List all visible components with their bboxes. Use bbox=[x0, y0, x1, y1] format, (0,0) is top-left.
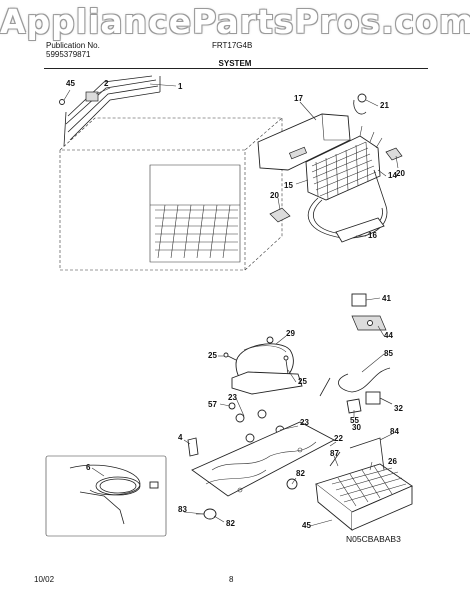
tubing bbox=[319, 367, 391, 397]
callout-14: 14 bbox=[388, 171, 397, 180]
diagram-code: N05CBABAB3 bbox=[346, 534, 401, 544]
callout-21: 21 bbox=[380, 101, 389, 110]
footer-date: 10/02 bbox=[34, 575, 55, 584]
callout-41: 41 bbox=[382, 294, 391, 303]
callout-6: 6 bbox=[86, 463, 91, 472]
callout-82: 82 bbox=[296, 469, 305, 478]
callout-15: 15 bbox=[284, 181, 293, 190]
callout-87: 87 bbox=[330, 449, 339, 458]
callout-labels: 45 2 1 17 21 20 15 14 20 16 41 44 29 25 … bbox=[66, 79, 405, 530]
callout-55: 55 bbox=[350, 416, 359, 425]
callout-20: 20 bbox=[396, 169, 405, 178]
callout-82: 82 bbox=[226, 519, 235, 528]
callout-57: 57 bbox=[208, 400, 217, 409]
callout-84: 84 bbox=[390, 427, 399, 436]
callout-25: 25 bbox=[298, 377, 307, 386]
callout-32: 32 bbox=[394, 404, 403, 413]
section-title: SYSTEM bbox=[218, 59, 252, 68]
compressor bbox=[231, 336, 303, 395]
callout-45: 45 bbox=[66, 79, 75, 88]
header-rule bbox=[44, 68, 428, 69]
pin bbox=[187, 437, 199, 457]
callout-83: 83 bbox=[178, 505, 187, 514]
refrigerator-cabinet bbox=[59, 117, 283, 271]
retainer bbox=[269, 207, 291, 223]
leader-lines bbox=[63, 83, 399, 527]
power-cord-inset bbox=[45, 455, 167, 537]
mounting-bracket bbox=[85, 91, 99, 102]
callout-44: 44 bbox=[384, 331, 393, 340]
drain-pan bbox=[315, 463, 413, 531]
callout-45: 45 bbox=[302, 521, 311, 530]
footer-page-number: 8 bbox=[229, 575, 234, 584]
callout-2: 2 bbox=[104, 79, 109, 88]
callout-25: 25 bbox=[208, 351, 217, 360]
callout-16: 16 bbox=[368, 231, 377, 240]
callout-29: 29 bbox=[286, 329, 295, 338]
base-plate bbox=[191, 421, 335, 497]
clip bbox=[385, 147, 403, 161]
drain-trough bbox=[335, 217, 385, 243]
evaporator-cover bbox=[257, 113, 351, 171]
callout-85: 85 bbox=[384, 349, 393, 358]
callout-23: 23 bbox=[300, 418, 309, 427]
callout-26: 26 bbox=[388, 457, 397, 466]
foot-pad bbox=[196, 508, 217, 520]
condenser-coil bbox=[63, 75, 161, 147]
callout-23: 23 bbox=[228, 393, 237, 402]
compressor-bolts bbox=[223, 352, 289, 375]
terminal-cover bbox=[351, 293, 387, 331]
callout-30: 30 bbox=[352, 423, 361, 432]
shelf-grid bbox=[155, 204, 238, 259]
evaporator bbox=[305, 125, 383, 201]
callout-4: 4 bbox=[178, 433, 183, 442]
defrost-thermostat bbox=[353, 93, 367, 115]
callout-22: 22 bbox=[334, 434, 343, 443]
model-number: FRT17G4B bbox=[212, 41, 253, 50]
publication-label: Publication No. bbox=[46, 41, 100, 50]
callout-1: 1 bbox=[178, 82, 183, 91]
publication-number: 5995379871 bbox=[46, 50, 91, 59]
screw bbox=[59, 99, 65, 105]
start-relay bbox=[346, 398, 362, 414]
callout-20: 20 bbox=[270, 191, 279, 200]
callout-17: 17 bbox=[294, 94, 303, 103]
